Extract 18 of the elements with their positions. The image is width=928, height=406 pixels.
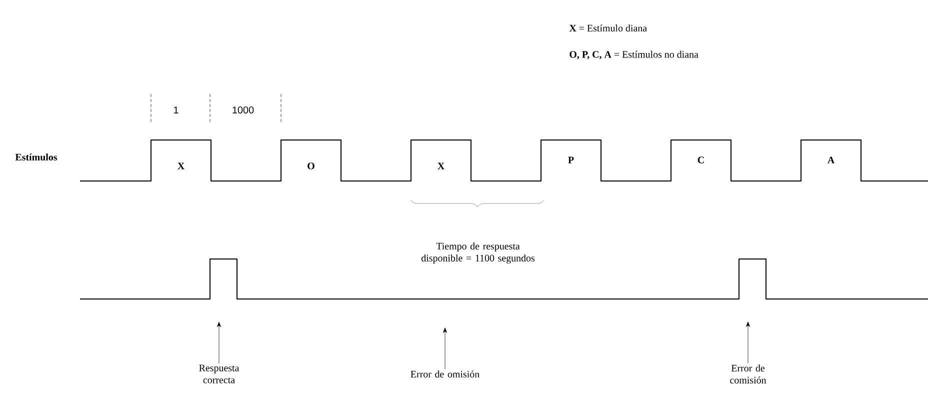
arrow	[746, 322, 750, 364]
stimulus-letter: A	[828, 156, 835, 164]
legend-text: X = Estímulo diana	[569, 24, 647, 32]
brace-label: Tiempo de respuesta disponible = 1100 segundos	[422, 242, 534, 264]
caption-text: Error de omisión	[410, 370, 480, 378]
dimension-label: 1	[174, 106, 178, 114]
stimulus-letter: C	[698, 156, 704, 164]
row-label: Estímulos	[15, 153, 58, 161]
stimulus-letter: P	[568, 156, 574, 164]
dimension-label: 1000	[232, 106, 254, 114]
caption-text: Error de comisión	[730, 364, 766, 384]
legend-text: O, P, C, A = Estímulos no diana	[570, 50, 698, 60]
stimulus-letter: O	[308, 162, 314, 170]
caption-text: Respuesta correcta	[199, 364, 240, 384]
stimulus-letter: X	[178, 162, 184, 170]
arrow	[217, 322, 221, 364]
arrow	[443, 328, 447, 370]
stimulus-letter: X	[438, 162, 444, 170]
